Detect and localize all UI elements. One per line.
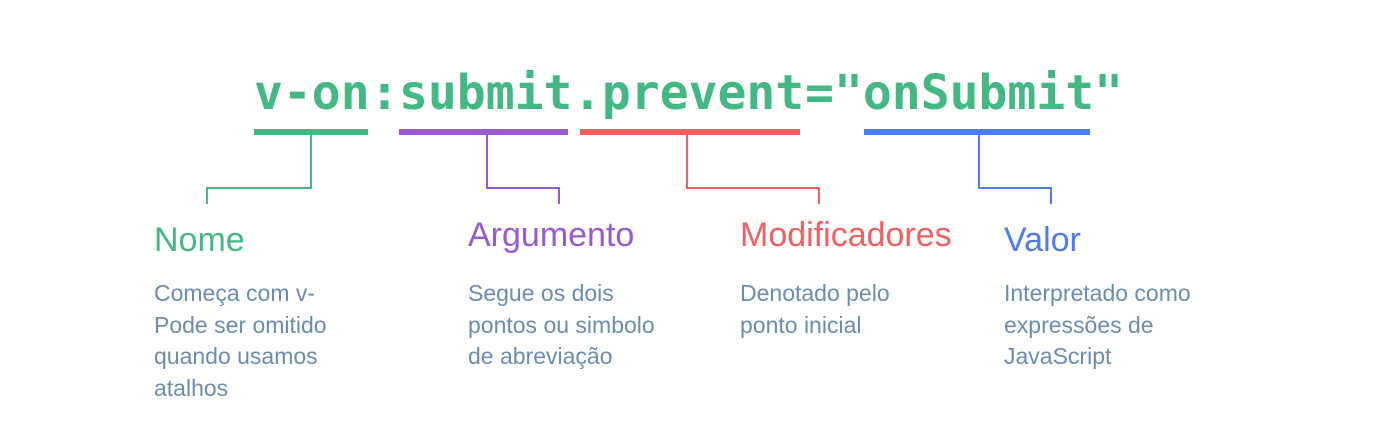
valor-description-line: Interpretado como bbox=[1004, 280, 1191, 306]
modificadores-connector bbox=[686, 135, 820, 204]
nome-description-line: Pode ser omitido bbox=[154, 311, 327, 338]
valor-connector bbox=[978, 135, 1052, 204]
directive-code: v-on : submit .prevent = "onSubmit" bbox=[0, 58, 1376, 128]
nome-description-line: Começa com v- bbox=[154, 280, 316, 306]
valor-description-line: JavaScript bbox=[1004, 343, 1112, 369]
nome-description: Começa com v- Pode ser omitido quando us… bbox=[154, 278, 327, 404]
argumento-description-line: Segue os dois bbox=[468, 280, 614, 306]
valor-title: Valor bbox=[1004, 221, 1081, 259]
modificadores-description-line: Denotado pelo bbox=[740, 280, 890, 306]
nome-description-line: quando usamos bbox=[154, 343, 318, 369]
nome-title: Nome bbox=[154, 221, 245, 259]
argumento-connector bbox=[486, 135, 560, 204]
argumento-description-line: pontos ou simbolo bbox=[468, 311, 655, 338]
valor-description: Interpretado como expressões de JavaScri… bbox=[1004, 278, 1191, 373]
argumento-description-line: de abreviação bbox=[468, 343, 613, 369]
code-value-part: "onSubmit" bbox=[834, 65, 1123, 121]
valor-underline bbox=[864, 129, 1090, 135]
code-name-part: v-on bbox=[254, 65, 370, 121]
argumento-title: Argumento bbox=[468, 216, 635, 254]
valor-description-line: expressões de bbox=[1004, 311, 1154, 338]
argumento-description: Segue os dois pontos ou simbolo de abrev… bbox=[468, 278, 655, 373]
nome-connector bbox=[206, 135, 312, 204]
modificadores-description-line: ponto inicial bbox=[740, 311, 862, 338]
nome-description-line: atalhos bbox=[154, 374, 229, 401]
code-modifier-part: .prevent bbox=[573, 65, 805, 121]
modificadores-underline bbox=[580, 129, 800, 135]
nome-underline bbox=[254, 129, 368, 135]
argumento-underline bbox=[399, 129, 568, 135]
code-equals: = bbox=[805, 65, 834, 121]
modificadores-title: Modificadores bbox=[740, 216, 952, 254]
modificadores-description: Denotado pelo ponto inicial bbox=[740, 278, 890, 341]
code-colon: : bbox=[370, 65, 399, 121]
code-argument-part: submit bbox=[399, 65, 573, 121]
